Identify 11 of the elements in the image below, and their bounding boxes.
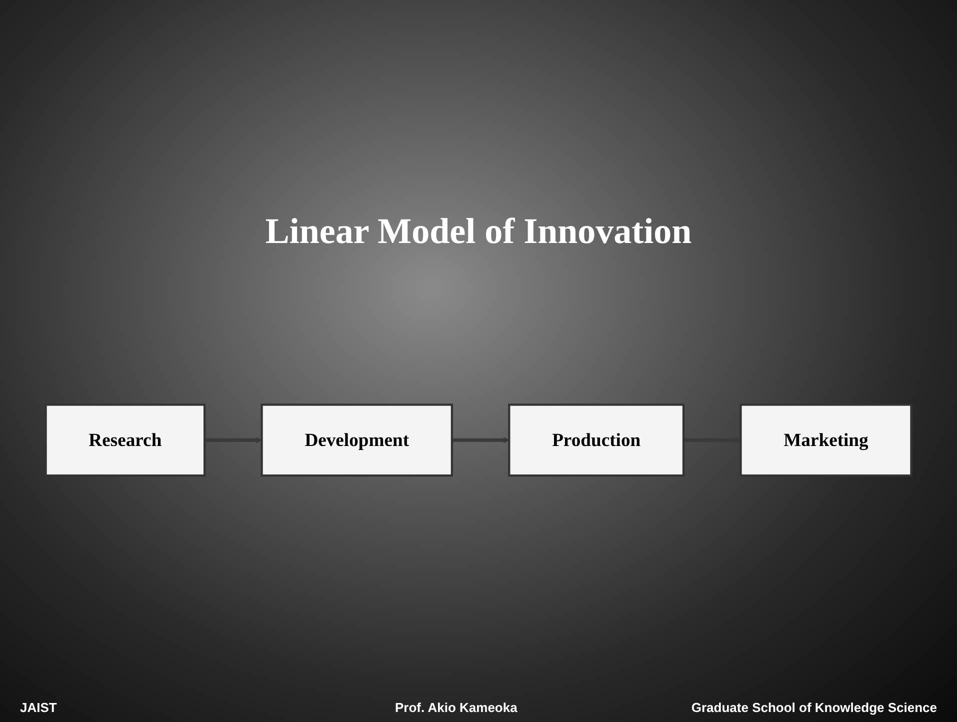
- footer-text: JAIST: [20, 700, 57, 715]
- node-box: Research: [44, 404, 206, 476]
- arrow: [684, 436, 741, 444]
- arrow: [204, 436, 262, 444]
- node-box: Production: [508, 404, 685, 476]
- node-box: Development: [260, 404, 453, 476]
- node-box: Marketing: [740, 404, 912, 476]
- footer-text: Graduate School of Knowledge Science: [691, 700, 937, 715]
- arrow: [452, 436, 510, 444]
- slide-title: Linear Model of Innovation: [264, 210, 693, 252]
- footer-text: Prof. Akio Kameoka: [395, 700, 518, 715]
